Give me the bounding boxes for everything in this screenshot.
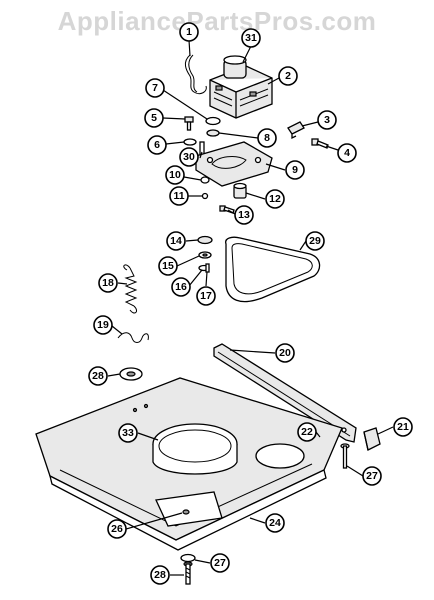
part-wire-harness <box>184 54 207 95</box>
callout-label: 3 <box>324 114 330 126</box>
callout-2: 2 <box>278 66 298 86</box>
callout-33: 33 <box>118 423 138 443</box>
part-pulley-stack <box>197 235 213 273</box>
callout-label: 26 <box>111 523 123 535</box>
callout-label: 9 <box>292 164 298 176</box>
callout-3: 3 <box>317 110 337 130</box>
callout-label: 28 <box>92 370 104 382</box>
callout-label: 22 <box>301 426 313 438</box>
callout-29: 29 <box>305 231 325 251</box>
part-washer-6 <box>183 138 197 146</box>
callout-9: 9 <box>285 160 305 180</box>
callout-label: 24 <box>269 517 281 529</box>
callout-11: 11 <box>169 186 189 206</box>
part-grommet-upper <box>119 367 143 381</box>
callout-label: 27 <box>366 470 378 482</box>
callout-label: 28 <box>154 569 166 581</box>
callout-label: 6 <box>154 139 160 151</box>
callout-label: 20 <box>279 347 291 359</box>
callout-label: 14 <box>170 235 182 247</box>
callout-5: 5 <box>144 108 164 128</box>
part-spring-18 <box>123 264 138 314</box>
callout-label: 21 <box>397 421 409 433</box>
callout-16: 16 <box>171 277 191 297</box>
callout-label: 8 <box>264 132 270 144</box>
callout-31: 31 <box>241 28 261 48</box>
callout-17: 17 <box>196 286 216 306</box>
callout-label: 4 <box>344 147 350 159</box>
part-coupler-12 <box>233 182 247 199</box>
callout-label: 17 <box>200 290 212 302</box>
callout-label: 12 <box>269 193 281 205</box>
part-wire-clip-19 <box>117 332 149 343</box>
callout-label: 5 <box>151 112 157 124</box>
callout-15: 15 <box>158 256 178 276</box>
part-mounting-plate <box>195 141 273 187</box>
callout-label: 29 <box>309 235 321 247</box>
leader-lines <box>107 39 394 576</box>
callout-27-bottom: 27 <box>210 553 230 573</box>
part-nut-10 <box>200 176 210 184</box>
part-motor-assembly <box>209 55 273 119</box>
part-bolt-27-side <box>340 443 350 469</box>
part-bushing-11 <box>201 192 209 200</box>
part-base-panel <box>35 377 343 551</box>
callout-label: 18 <box>102 277 114 289</box>
part-clip-3 <box>287 121 305 140</box>
callout-24: 24 <box>265 513 285 533</box>
callout-label: 31 <box>245 32 257 44</box>
callout-12: 12 <box>265 189 285 209</box>
callout-label: 2 <box>285 70 291 82</box>
callout-13: 13 <box>234 205 254 225</box>
callout-30: 30 <box>179 147 199 167</box>
callout-28-upper: 28 <box>88 366 108 386</box>
part-screw-4 <box>311 138 329 149</box>
callout-label: 15 <box>162 260 174 272</box>
callout-label: 10 <box>169 169 181 181</box>
callout-label: 30 <box>183 151 195 163</box>
callout-21: 21 <box>393 417 413 437</box>
part-washer-8 <box>206 129 220 137</box>
callout-8: 8 <box>257 128 277 148</box>
callout-26: 26 <box>107 519 127 539</box>
part-bracket-21 <box>363 427 381 451</box>
callout-27-side: 27 <box>362 466 382 486</box>
part-bolt-27-bottom <box>180 553 196 585</box>
callout-label: 16 <box>175 281 187 293</box>
callout-label: 33 <box>122 427 134 439</box>
callout-4: 4 <box>337 143 357 163</box>
callout-label: 13 <box>238 209 250 221</box>
callout-label: 27 <box>214 557 226 569</box>
callout-14: 14 <box>166 231 186 251</box>
callout-7: 7 <box>145 78 165 98</box>
part-bolt-5 <box>184 116 194 131</box>
part-brace-bar <box>213 343 357 443</box>
callout-22: 22 <box>297 422 317 442</box>
callout-label: 7 <box>152 82 158 94</box>
part-washer-7 <box>205 116 221 126</box>
callout-20: 20 <box>275 343 295 363</box>
part-screw-26 <box>182 509 190 515</box>
callout-label: 11 <box>173 190 184 202</box>
callout-18: 18 <box>98 273 118 293</box>
callout-1: 1 <box>179 22 199 42</box>
callout-label: 1 <box>186 26 192 38</box>
callout-10: 10 <box>165 165 185 185</box>
watermark: AppliancePartsPros.com <box>57 6 377 36</box>
callout-label: 19 <box>97 319 109 331</box>
callout-6: 6 <box>147 135 167 155</box>
callout-28-lower: 28 <box>150 565 170 585</box>
part-drive-belt <box>225 236 321 303</box>
callout-19: 19 <box>93 315 113 335</box>
